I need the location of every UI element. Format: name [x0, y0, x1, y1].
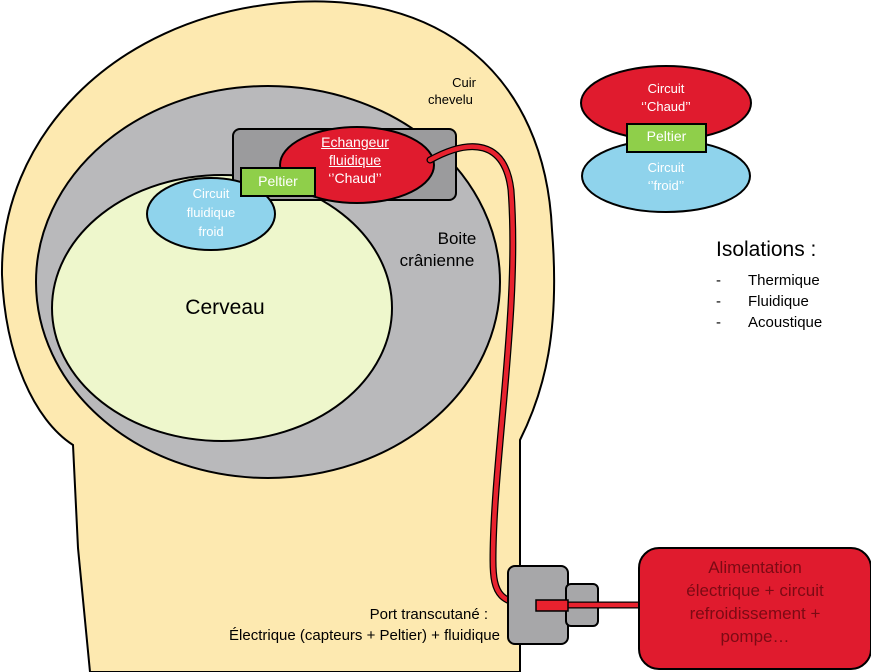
port-line-1: Port transcutané :	[369, 606, 488, 623]
isolation-item-fluidique: Fluidique	[716, 291, 822, 312]
isolation-item-thermique: Thermique	[716, 270, 822, 291]
alimentation-line-4: pompe…	[720, 627, 790, 646]
cuir-chevelu-label: Cuir chevelu	[428, 74, 488, 108]
echangeur-line-1: Echangeur	[321, 134, 389, 150]
alimentation-line-1: Alimentation	[708, 558, 802, 577]
legend-peltier-label: Peltier	[646, 128, 687, 144]
boite-cranienne-line-1: Boite	[437, 229, 477, 248]
cerveau-label: Cerveau	[185, 296, 265, 319]
cuir-chevelu-line-2: chevelu	[428, 92, 473, 107]
port-label: Port transcutané : Électrique (capteurs …	[108, 604, 500, 646]
port-line-2: Électrique (capteurs + Peltier) + fluidi…	[229, 627, 500, 644]
legend-hot-line-1: Circuit	[647, 81, 685, 96]
legend-cold-line-1: Circuit	[647, 160, 685, 175]
alimentation-line-3: refroidissement +	[689, 604, 821, 623]
cuir-chevelu-line-1: Cuir	[452, 75, 476, 90]
brain-shape	[51, 174, 393, 442]
legend-cold-line-2: ‘’froid’’	[647, 178, 685, 193]
circuit-froid-line-2: fluidique	[186, 205, 236, 220]
circuit-froid-line-1: Circuit	[192, 186, 230, 201]
circuit-froid-line-3: froid	[198, 224, 224, 239]
isolation-item-acoustique: Acoustique	[716, 312, 822, 333]
port-connector	[535, 599, 569, 612]
alimentation-label: Alimentation électrique + circuit refroi…	[639, 556, 871, 648]
alimentation-box	[638, 547, 871, 670]
fluid-cable	[427, 144, 543, 608]
legend-hot-label: Circuit ‘’Chaud’’	[606, 80, 726, 116]
alimentation-line-2: électrique + circuit	[686, 581, 824, 600]
legend-cold-label: Circuit ‘’froid’’	[606, 159, 726, 195]
peltier-label: Peltier	[258, 173, 298, 189]
echangeur-line-3: ‘’Chaud’’	[328, 170, 382, 186]
peltier-shape	[240, 167, 316, 197]
boite-cranienne-label: Boite crânienne	[382, 228, 492, 272]
echangeur-line-2: fluidique	[328, 152, 382, 168]
isolations-title: Isolations :	[716, 238, 817, 261]
legend-hot-line-2: ‘’Chaud’’	[641, 99, 691, 114]
echangeur-label: Echangeur fluidique ‘’Chaud’’	[300, 133, 410, 187]
hot-exchanger-shape	[279, 126, 435, 204]
isolations-list: Thermique Fluidique Acoustique	[716, 270, 822, 333]
boite-cranienne-line-2: crânienne	[399, 251, 475, 270]
legend-peltier-shape	[626, 123, 707, 153]
circuit-froid-label: Circuit fluidique froid	[151, 184, 271, 241]
